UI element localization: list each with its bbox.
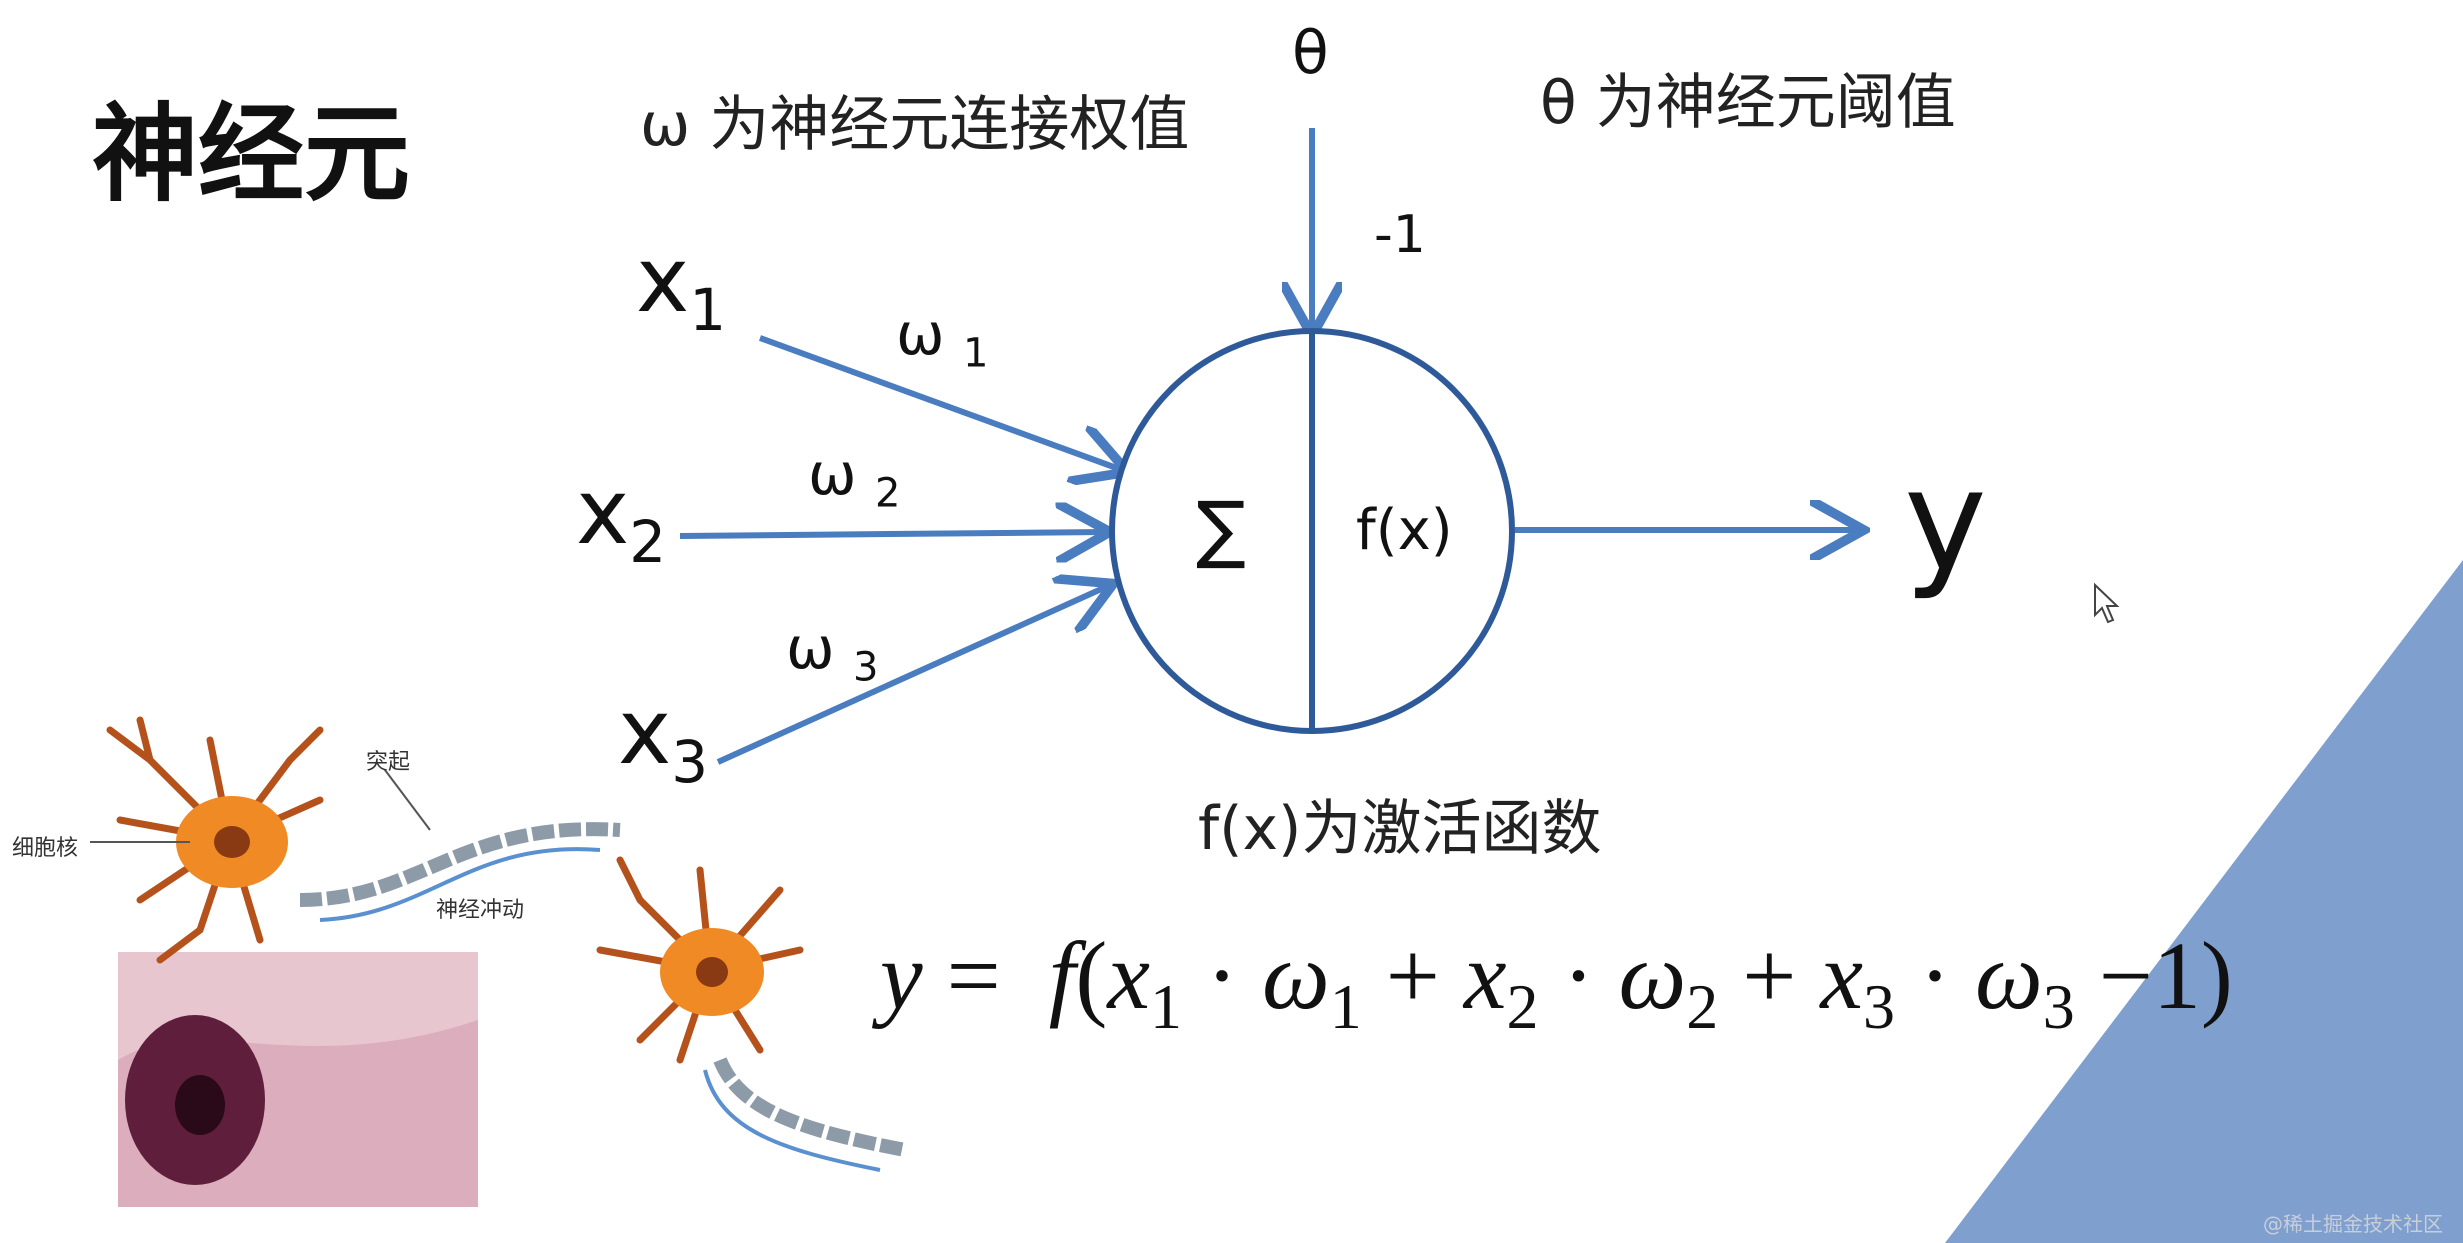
sum-symbol: ∑	[1196, 486, 1246, 572]
axon-1	[299, 822, 621, 907]
weight-w2: ω 2	[808, 440, 901, 517]
label-nucleus: 细胞核	[12, 836, 79, 861]
blue-triangle	[1945, 560, 2463, 1243]
input-arrow-2	[679, 532, 1104, 536]
input-x3: x3	[618, 680, 709, 796]
page-title: 神经元	[92, 93, 410, 216]
label-impulse: 神经冲动	[436, 898, 525, 923]
watermark: @稀土掘金技术社区	[2263, 1212, 2443, 1236]
output-y: y	[1904, 440, 1987, 603]
weight-w1: ω 1	[896, 300, 989, 377]
input-x2: x2	[576, 460, 667, 576]
omega-definition: ω 为神经元连接权值	[640, 90, 1190, 160]
weight-w3: ω 3	[786, 614, 879, 691]
neuron-illustration	[90, 716, 907, 1207]
label-protrusion: 突起	[366, 750, 411, 775]
theta-symbol: θ	[1292, 18, 1329, 88]
activation-definition: f(x)为激活函数	[1198, 794, 1602, 864]
theta-definition: θ 为神经元阈值	[1540, 68, 1956, 138]
mouse-cursor-icon	[2094, 582, 2120, 624]
bias-value: -1	[1374, 205, 1426, 265]
input-arrow-1	[758, 335, 1122, 470]
axon-2	[713, 1057, 907, 1157]
input-arrow-3	[716, 586, 1108, 765]
activation-symbol: f(x)	[1356, 498, 1453, 563]
input-x1: x1	[636, 228, 727, 344]
neuron-formula: y = f(x1 · ω1 + x2 · ω2 + x3 · ω3 −1)	[880, 922, 2233, 1043]
